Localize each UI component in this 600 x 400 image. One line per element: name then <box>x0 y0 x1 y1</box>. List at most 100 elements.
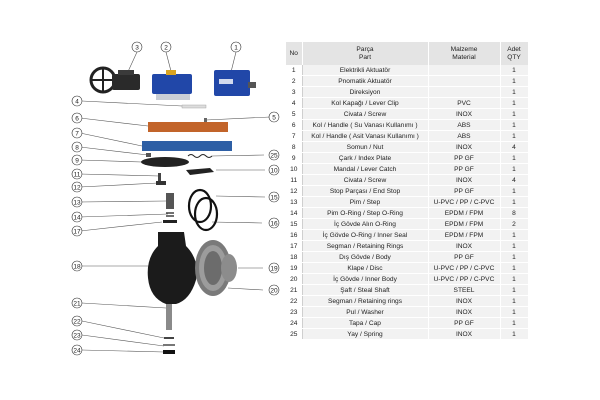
handwheel-gearbox <box>89 66 140 94</box>
svg-text:13: 13 <box>73 199 81 206</box>
svg-text:6: 6 <box>75 115 79 122</box>
row-material: INOX <box>427 240 501 252</box>
row-part: Elektrikli Aktuatör <box>301 65 429 76</box>
callout-22: 22 <box>71 315 83 327</box>
row-material: PP GF <box>427 152 501 164</box>
row-part: Pul / Washer <box>301 306 429 318</box>
svg-text:15: 15 <box>270 194 278 201</box>
retaining-ring-22 <box>164 337 174 339</box>
row-material: ABS <box>427 119 501 131</box>
end-stop <box>156 181 166 185</box>
svg-text:21: 21 <box>73 300 81 307</box>
svg-text:24: 24 <box>73 347 81 354</box>
svg-text:8: 8 <box>75 144 79 151</box>
callouts: 3 2 1 4 6 7 8 9 11 12 13 14 17 18 21 22 … <box>71 41 280 356</box>
pneumatic-actuator <box>152 70 192 100</box>
step <box>166 193 174 209</box>
row-material: EPDM / FPM <box>427 207 501 219</box>
retaining-ring-17 <box>163 220 177 223</box>
row-part: Civata / Screw <box>301 108 429 120</box>
row-number: 24 <box>286 317 302 329</box>
row-number: 8 <box>286 141 302 153</box>
row-number: 10 <box>286 163 302 175</box>
row-number: 2 <box>286 75 302 87</box>
index-plate <box>141 157 189 167</box>
row-part: Segman / Retaining Rings <box>301 240 429 252</box>
row-qty: 1 <box>500 119 529 131</box>
row-material <box>427 65 501 76</box>
leader-lines <box>79 51 271 353</box>
row-qty: 1 <box>500 130 529 142</box>
row-part: Klape / Disc <box>301 262 429 274</box>
row-part: Kol / Handle ( Asit Vanası Kullanımı ) <box>301 130 429 142</box>
row-number: 16 <box>286 229 302 241</box>
callout-9: 9 <box>71 154 83 166</box>
lever-catch <box>186 168 214 175</box>
svg-text:5: 5 <box>272 114 276 121</box>
callout-11: 11 <box>71 168 83 180</box>
row-material: EPDM / FPM <box>427 229 501 241</box>
row-qty: 4 <box>500 174 529 186</box>
row-number: 21 <box>286 284 302 296</box>
svg-text:18: 18 <box>73 263 81 270</box>
screw-11 <box>158 173 161 181</box>
row-material <box>427 75 501 87</box>
row-part: Tapa / Cap <box>301 317 429 329</box>
row-part: Pim / Step <box>301 196 429 208</box>
row-number: 20 <box>286 273 302 285</box>
row-number: 15 <box>286 218 302 230</box>
row-qty: 1 <box>500 273 529 285</box>
row-number: 12 <box>286 185 302 197</box>
callout-14: 14 <box>71 211 83 223</box>
svg-text:17: 17 <box>73 228 81 235</box>
row-material: EPDM / FPM <box>427 218 501 230</box>
row-qty: 1 <box>500 295 529 307</box>
row-material: U-PVC / PP / C-PVC <box>427 196 501 208</box>
row-qty: 1 <box>500 229 529 241</box>
row-number: 22 <box>286 295 302 307</box>
row-part: Stop Parçası / End Stop <box>301 185 429 197</box>
row-material: PP GF <box>427 317 501 329</box>
row-material: PP GF <box>427 163 501 175</box>
row-qty: 1 <box>500 185 529 197</box>
row-material: U-PVC / PP / C-PVC <box>427 273 501 285</box>
row-part: Segman / Retaining rings <box>301 295 429 307</box>
row-qty: 1 <box>500 317 529 329</box>
callout-6: 6 <box>71 112 83 124</box>
row-part: Pim O-Ring / Step O-Ring <box>301 207 429 219</box>
row-material: INOX <box>427 328 501 340</box>
callout-10: 10 <box>268 164 280 176</box>
row-part: Kol / Handle ( Su Vanası Kullanımı ) <box>301 119 429 131</box>
row-qty: 1 <box>500 75 529 87</box>
row-qty: 1 <box>500 284 529 296</box>
row-qty: 1 <box>500 108 529 120</box>
svg-text:20: 20 <box>270 287 278 294</box>
callout-24: 24 <box>71 344 83 356</box>
row-qty: 1 <box>500 240 529 252</box>
row-qty: 1 <box>500 262 529 274</box>
disc <box>221 254 237 282</box>
inner-body <box>195 240 231 296</box>
callout-13: 13 <box>71 196 83 208</box>
callout-15: 15 <box>268 191 280 203</box>
row-qty: 1 <box>500 65 529 76</box>
row-number: 5 <box>286 108 302 120</box>
row-number: 25 <box>286 328 302 340</box>
row-part: İç Gövde Alın O-Ring <box>301 218 429 230</box>
handle-orange <box>148 122 228 132</box>
svg-text:22: 22 <box>73 318 81 325</box>
callout-25: 25 <box>268 149 280 161</box>
callout-8: 8 <box>71 141 83 153</box>
row-material: PP GF <box>427 251 501 263</box>
